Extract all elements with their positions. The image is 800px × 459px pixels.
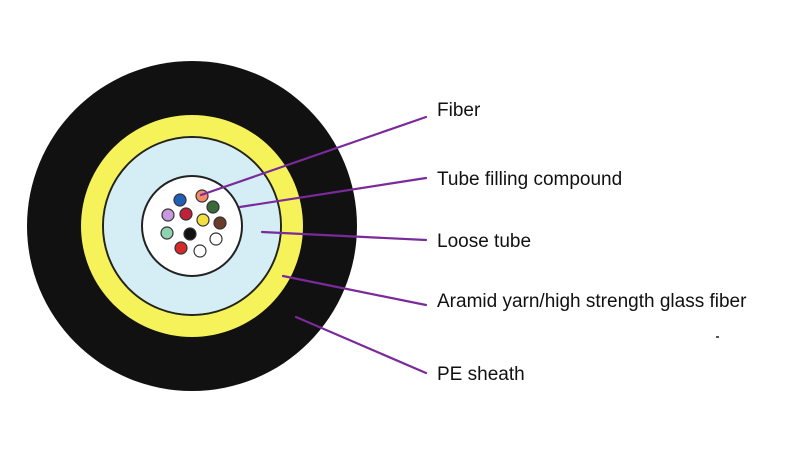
fiber-5 (179, 207, 193, 221)
label-fiber: Fiber (437, 100, 481, 121)
fiber-4 (161, 208, 175, 222)
leader-line-aramid (281, 274, 428, 307)
fiber-2 (195, 189, 209, 203)
fiber-7 (213, 216, 227, 230)
leader-line-tube-filling (238, 176, 428, 209)
leader-lines (199, 115, 428, 375)
fiber-9 (183, 227, 197, 241)
leader-line-fiber (199, 115, 428, 197)
fiber-3 (206, 200, 220, 214)
label-tube-filling-compound: Tube filling compound (437, 169, 623, 190)
leader-line-pe-sheath (294, 315, 428, 375)
label-loose-tube: Loose tube (437, 231, 532, 252)
fiber-1 (173, 193, 187, 207)
aramid-inner-edge (102, 136, 282, 316)
label-pe-sheath: PE sheath (437, 364, 525, 385)
leader-line-loose-tube (260, 230, 428, 242)
label-aramid-yarn: Aramid yarn/high strength glass fiber (437, 291, 747, 312)
fiber-12 (209, 232, 223, 246)
loose-tube-inner (141, 175, 243, 277)
fiber-6 (196, 213, 210, 227)
fiber-11 (193, 244, 207, 258)
fiber-10 (174, 241, 188, 255)
fiber-8 (160, 226, 174, 240)
speck (716, 336, 719, 338)
fiber-bundle (160, 189, 227, 258)
